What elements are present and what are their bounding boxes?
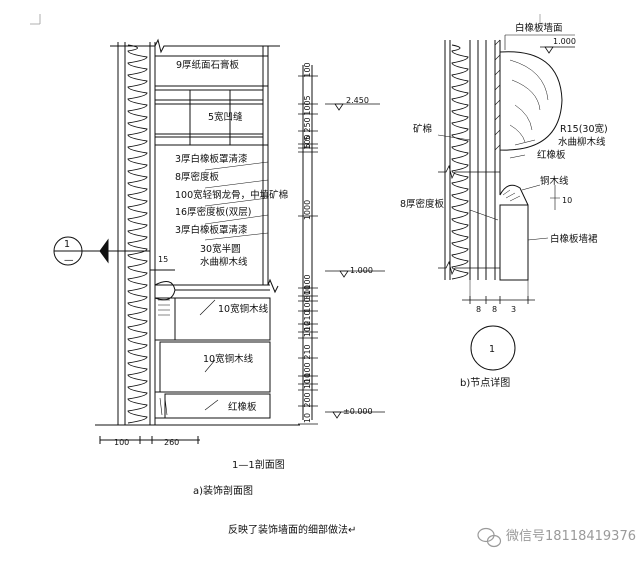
vertical-dim-label: 200 bbox=[303, 392, 312, 407]
section-a-drawing bbox=[53, 38, 313, 444]
label-mdf-16: 16厚密度板(双层) bbox=[175, 206, 252, 218]
label-copper-2: 10宽铜木线 bbox=[203, 353, 254, 365]
vertical-dim-label: 10 bbox=[303, 321, 312, 331]
vertical-dim-label: 5 bbox=[303, 135, 312, 140]
label-mdf-8-b: 8厚密度板 bbox=[400, 198, 445, 210]
label-copper-1: 10宽铜木线 bbox=[218, 303, 269, 315]
label-paint-bottom: 3厚白橡板罩清漆 bbox=[175, 224, 248, 236]
vertical-dim-label: 100 bbox=[303, 100, 312, 115]
label-paint-top: 3厚白橡板罩清漆 bbox=[175, 153, 248, 165]
label-half-round-2: 水曲柳木线 bbox=[200, 256, 248, 268]
vertical-dim-label: 210 bbox=[303, 310, 312, 325]
label-red-oak: 红橡板 bbox=[228, 401, 257, 413]
dim-b-8b: 8 bbox=[492, 305, 497, 314]
elevation-1000: 1.000 bbox=[350, 266, 373, 275]
vertical-dim-label: 250 bbox=[303, 117, 312, 132]
label-elev-1000-b: 1.000 bbox=[553, 37, 576, 46]
vertical-dim-label: 100 bbox=[303, 274, 312, 289]
vertical-dim-label: 5 bbox=[303, 143, 312, 148]
wechat-icon bbox=[477, 527, 502, 548]
vertical-dim-label: 10 bbox=[303, 413, 312, 423]
section-b-subtitle: b)节点详图 bbox=[460, 376, 510, 389]
bottom-dim-260: 260 bbox=[164, 438, 179, 447]
label-15: 15 bbox=[158, 255, 168, 264]
vertical-dim-label: 10 bbox=[303, 327, 312, 337]
label-r15-1: R15(30宽) bbox=[560, 123, 608, 135]
dim-b-3: 3 bbox=[511, 305, 516, 314]
mineral-wool-hatch-b bbox=[451, 44, 469, 280]
section-a-title: 1—1剖面图 bbox=[232, 458, 285, 471]
mineral-wool-hatch bbox=[127, 44, 148, 424]
label-ten: 10 bbox=[562, 196, 572, 205]
vertical-dim-label: 30 bbox=[303, 290, 312, 300]
section-a-dim-ticks bbox=[298, 75, 318, 425]
watermark: 微信号18118419376 bbox=[477, 527, 636, 548]
callout-bottom: — bbox=[64, 255, 74, 266]
vertical-dim-label: 10 bbox=[303, 373, 312, 383]
dim-b-8a: 8 bbox=[476, 305, 481, 314]
watermark-text: 微信号18118419376 bbox=[506, 529, 636, 544]
label-copper-b: 铜木线 bbox=[540, 175, 569, 187]
vertical-dim-label: 100 bbox=[303, 134, 312, 149]
vertical-dim-label: 100 bbox=[303, 362, 312, 377]
section-b-labels: 白橡板墙面 1.000 矿棉 R15(30宽) 水曲柳木线 红橡板 铜木线 10… bbox=[400, 22, 608, 389]
vertical-dim-label: 10 bbox=[303, 379, 312, 389]
vertical-dim-label: 210 bbox=[303, 344, 312, 359]
section-a-labels: 9厚纸面石膏板 5宽凹缝 3厚白橡板罩清漆 8厚密度板 100宽轻钢龙骨，中填矿… bbox=[64, 59, 373, 497]
label-gypsum-board: 9厚纸面石膏板 bbox=[176, 59, 240, 71]
label-mdf-8: 8厚密度板 bbox=[175, 171, 220, 183]
label-skirt: 白橡板墙裙 bbox=[550, 233, 598, 245]
label-half-round-1: 30宽半圆 bbox=[200, 243, 241, 255]
section-a-subtitle: a)装饰剖面图 bbox=[193, 484, 253, 497]
elevation-2450: 2.450 bbox=[346, 96, 369, 105]
section-b-drawing bbox=[437, 34, 575, 371]
label-steel-keel: 100宽轻钢龙骨，中填矿棉 bbox=[175, 189, 288, 201]
elevation-0000: ±0.000 bbox=[343, 407, 373, 416]
section-a-vertical-dims: 1005100250510051000100103010021010102101… bbox=[303, 62, 312, 423]
elevation-markers bbox=[325, 103, 385, 419]
label-groove: 5宽凹缝 bbox=[208, 111, 243, 123]
vertical-dim-label: 10 bbox=[303, 285, 312, 295]
caption: 反映了装饰墙面的细部做法↵ bbox=[228, 523, 356, 536]
label-mineral-wool: 矿棉 bbox=[413, 123, 432, 135]
vertical-dim-label: 5 bbox=[303, 95, 312, 100]
page-corner-marks bbox=[30, 14, 550, 25]
callout-top: 1 bbox=[64, 239, 70, 250]
vertical-dim-label: 100 bbox=[303, 62, 312, 77]
detail-number: 1 bbox=[489, 344, 495, 355]
vertical-dim-label: 100 bbox=[303, 297, 312, 312]
label-white-oak-wall: 白橡板墙面 bbox=[515, 22, 563, 34]
bottom-dim-100: 100 bbox=[114, 438, 129, 447]
vertical-dim-label: 1000 bbox=[303, 200, 312, 220]
label-r15-2: 水曲柳木线 bbox=[558, 136, 606, 148]
label-red-oak-b: 红橡板 bbox=[537, 149, 566, 161]
